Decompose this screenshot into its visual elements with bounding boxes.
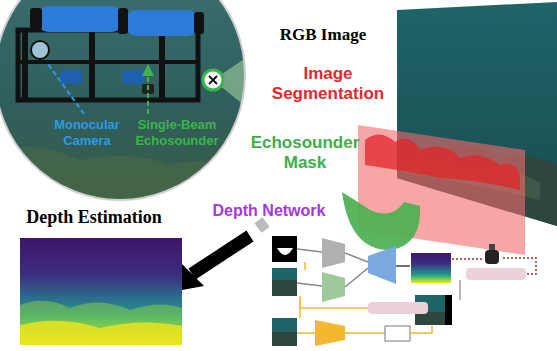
stage-label: Depth Network xyxy=(196,201,342,220)
stage-label: Image Segmentation xyxy=(258,64,398,105)
network-sketch xyxy=(272,236,536,346)
depth-map-panel: Depth Estimation xyxy=(2,206,186,348)
panel-heading: Depth Estimation xyxy=(2,207,186,229)
rov-inset-node: Monocular CameraSingle-Beam Echosounder xyxy=(0,0,245,200)
stage-label: Echosounder Mask xyxy=(240,133,370,174)
sensor-label: Monocular Camera xyxy=(40,117,134,148)
sensor-label: Single-Beam Echosounder xyxy=(129,117,225,148)
rov-inset xyxy=(0,0,260,210)
panel-heading: RGB Image xyxy=(262,25,384,45)
